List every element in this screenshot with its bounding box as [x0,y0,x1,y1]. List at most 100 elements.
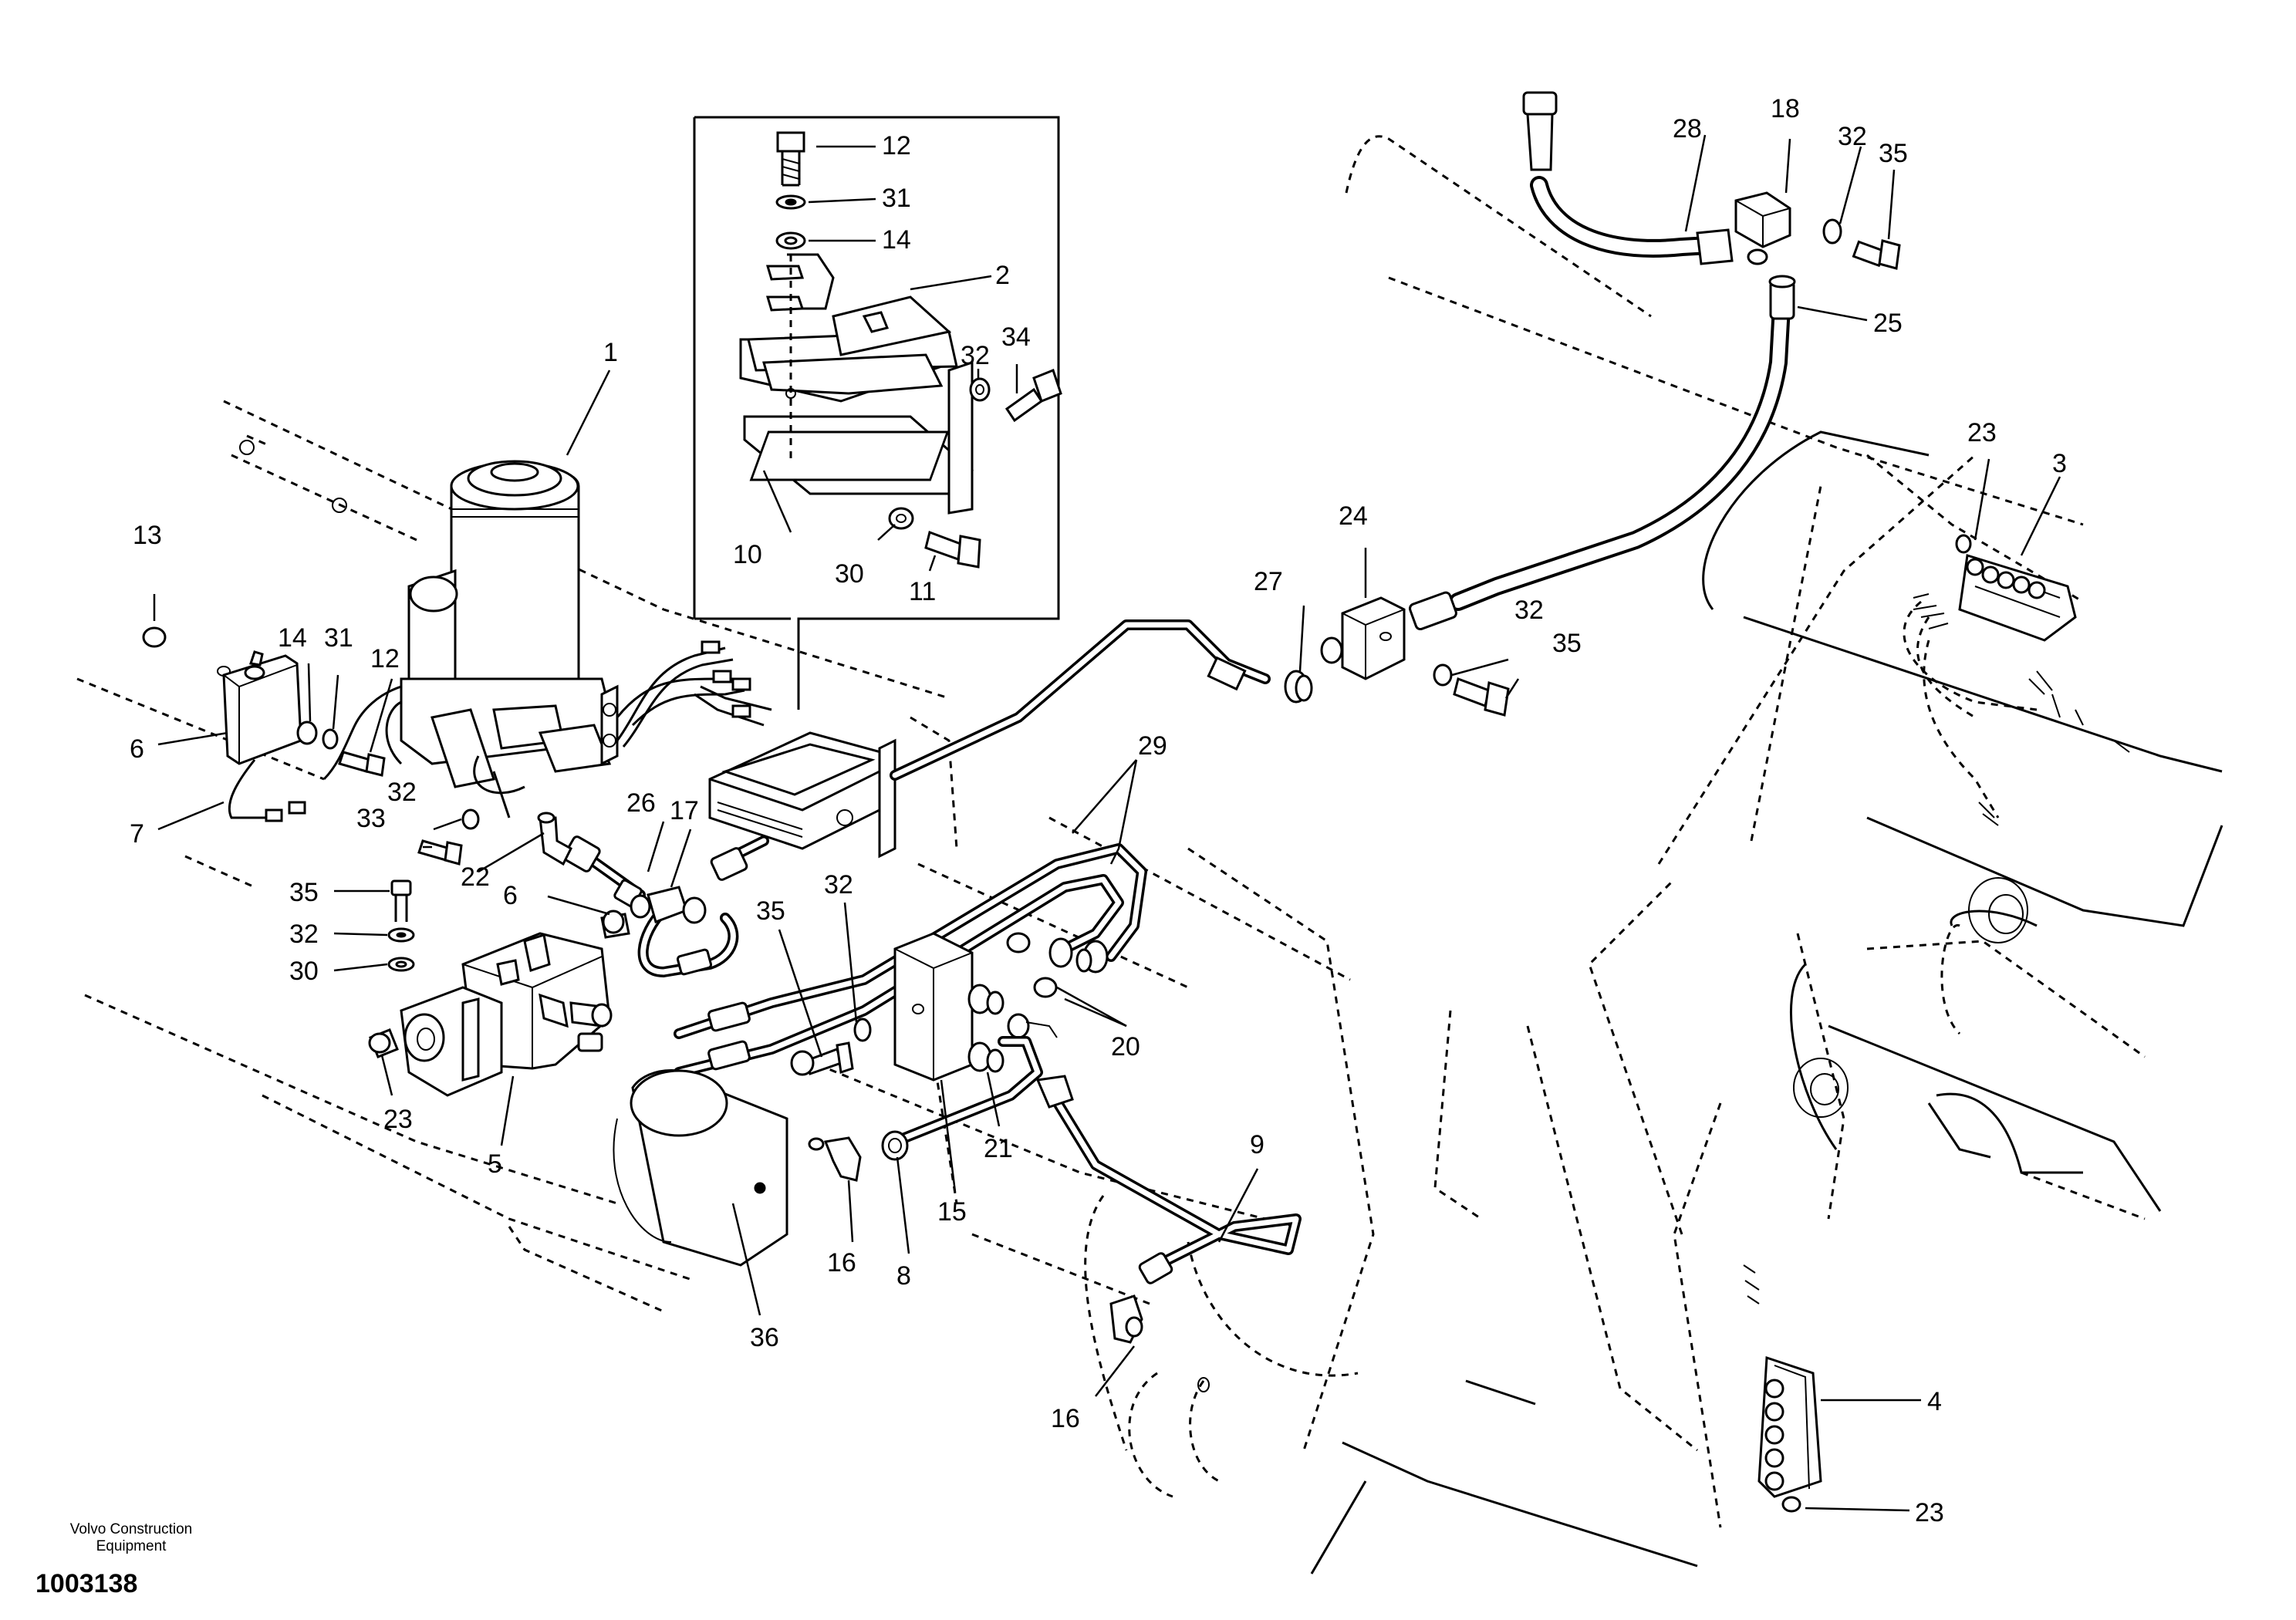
washer-32-left [461,808,480,830]
lube-lines-29 [674,843,1147,1078]
callout-5: 5 [488,1149,502,1179]
callout-14-inset: 14 [882,225,911,255]
washer-14-switch [296,721,318,745]
callout-23-upper: 23 [1967,418,1997,447]
callout-11: 11 [909,577,936,606]
callout-35-mid: 35 [1552,629,1582,658]
hose-main [890,619,1313,781]
brand-line-1: Volvo Construction [69,1521,193,1537]
machine-outline [76,135,2146,1528]
nut-13 [142,626,167,648]
callout-36: 36 [750,1323,779,1352]
callout-24: 24 [1339,501,1368,531]
callout-23-lower: 23 [1915,1498,1944,1527]
washer-30-inset [888,507,914,530]
block-15 [790,932,1004,1082]
callout-32-top: 32 [1838,122,1867,151]
fittings-20 [1006,932,1058,1039]
callout-30-inset: 30 [835,559,864,589]
washer-32-valve-hole [396,932,407,938]
block-24 [1320,596,1406,680]
callout-8: 8 [896,1261,911,1291]
fitting-16-lower [1109,1294,1143,1344]
hose-to-controller [710,835,769,881]
document-number: 1003138 [35,1569,138,1598]
callout-32-block: 32 [824,870,853,899]
fitting-17 [630,886,707,924]
bolt-35-mid [1453,677,1510,717]
callout-27: 27 [1254,567,1283,596]
callout-15: 15 [937,1197,967,1227]
callout-23-valve: 23 [383,1105,413,1134]
callout-35-block: 35 [756,896,785,926]
washer-32-mid [1433,663,1453,687]
hose-26 [562,835,646,908]
callout-4: 4 [1927,1387,1942,1416]
callout-9: 9 [1250,1130,1264,1159]
brand-label: Volvo Construction Equipment [31,1521,231,1555]
callout-35-top: 35 [1879,139,1908,168]
callout-17: 17 [670,796,699,825]
brand-line-2: Equipment [96,1538,167,1554]
callout-33: 33 [356,804,386,833]
callout-18: 18 [1771,94,1800,123]
line-9 [890,1036,1302,1284]
washer-32-top [1822,218,1842,245]
callout-16-center: 16 [827,1248,856,1277]
washer-30-valve-hole [395,960,407,968]
callout-30-valve: 30 [289,957,319,986]
bolt-34-inset [1004,369,1062,423]
callouts: 12 31 14 2 32 34 10 30 11 1 13 14 31 12 … [130,94,2067,1527]
bolt-12-switch [338,751,386,777]
hose-28 [1522,91,1734,265]
frame-outline [1310,430,2223,1574]
callout-34: 34 [1001,322,1031,352]
distributor-4 [1743,1264,1822,1513]
leader-lines [153,134,2061,1512]
callout-6-valve: 6 [503,881,518,910]
callout-6-switch: 6 [130,734,144,764]
callout-16-lower: 16 [1051,1404,1080,1433]
callout-7: 7 [130,819,144,849]
callout-21: 21 [984,1134,1013,1163]
bolt-35-valve [390,879,412,922]
tank-36 [613,1069,788,1267]
washer-31-inset-hole [785,198,797,206]
callout-13: 13 [133,521,162,550]
callout-32-inset: 32 [961,341,990,370]
bolt-33 [417,839,463,866]
callout-35-valve: 35 [289,878,319,907]
callout-32-valve: 32 [289,920,319,949]
controller-2 [708,731,896,859]
lube-loop [637,905,739,977]
callout-3: 3 [2052,449,2067,478]
callout-12-switch: 12 [370,644,400,673]
callout-22: 22 [461,862,490,892]
callout-10: 10 [733,540,762,569]
fitting-6-valve [602,910,625,934]
fitting-16-center [808,1136,862,1182]
callout-31-switch: 31 [324,623,353,653]
fitting-22 [537,812,572,866]
callout-32-mid: 32 [1514,596,1544,625]
hose-25 [1409,275,1796,631]
bolt-12-inset [776,131,805,187]
callout-29: 29 [1138,731,1167,761]
bolt-35-block [805,1041,854,1075]
callout-1: 1 [603,338,618,367]
switch-6 [222,650,306,822]
washer-14-inset-hole [784,236,798,245]
controller-2-inset [739,253,974,515]
bolt-35-top [1852,239,1901,270]
callout-32-left: 32 [387,778,417,807]
washer-31-switch [322,728,339,750]
callout-25: 25 [1873,309,1903,338]
washer-30-inset-hole [896,514,907,523]
callout-14-switch: 14 [278,623,307,653]
fitting-8 [881,1130,909,1161]
callout-20: 20 [1111,1032,1140,1061]
callout-26: 26 [626,788,656,818]
callout-31-inset: 31 [882,184,911,213]
grease-pump-1 [385,460,619,788]
